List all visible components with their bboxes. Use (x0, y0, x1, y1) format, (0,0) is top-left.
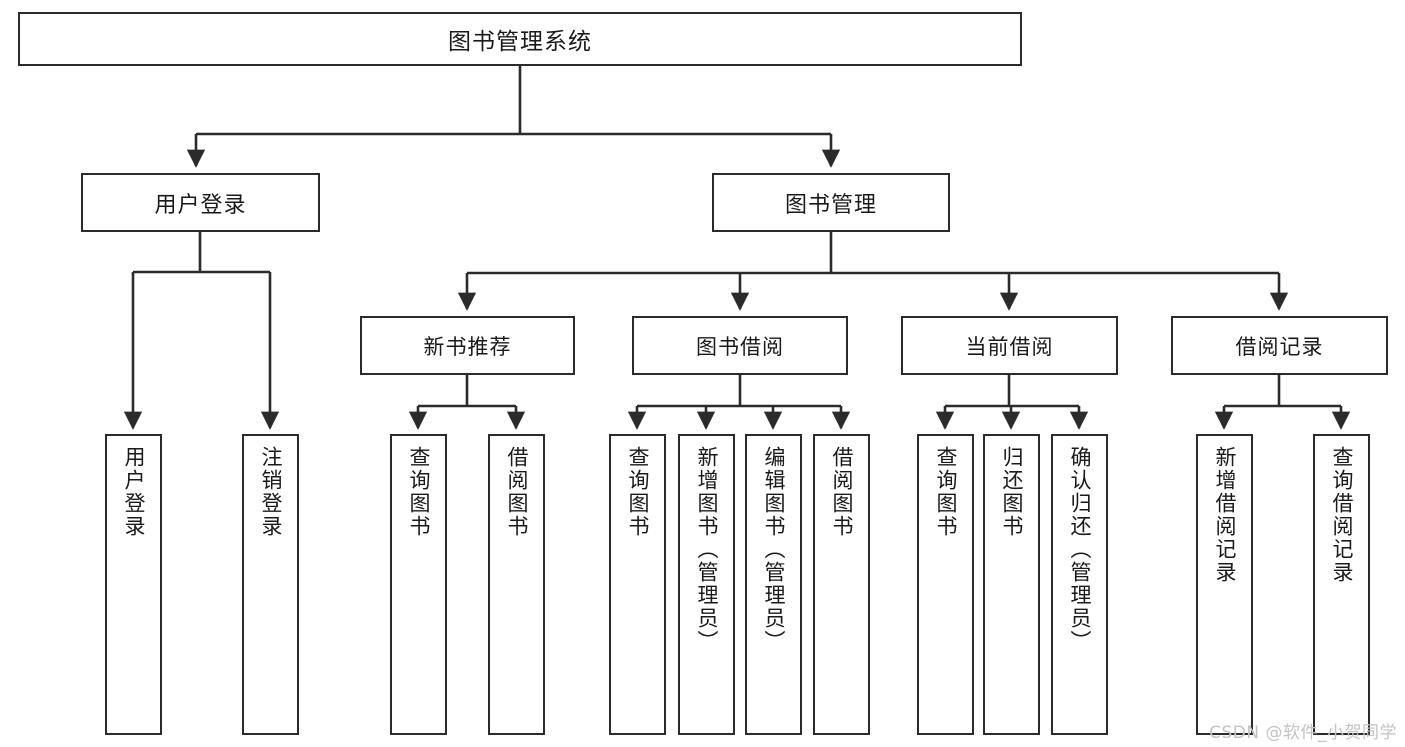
node-borrow-record-label: 借阅记录 (1235, 334, 1324, 359)
node-leaf-query-book-3-label: 查询图书 (933, 446, 958, 538)
node-current-borrow[interactable]: 当前借阅 (901, 316, 1118, 375)
node-borrow-record[interactable]: 借阅记录 (1171, 316, 1388, 375)
node-leaf-confirm-return-label: 确认归还（管理员） (1067, 446, 1092, 653)
node-new-book-recommend-label: 新书推荐 (423, 334, 512, 359)
node-leaf-user-logout-label: 注销登录 (258, 446, 283, 538)
node-leaf-query-book-3[interactable]: 查询图书 (917, 434, 974, 735)
node-leaf-borrow-book-2-label: 借阅图书 (829, 446, 854, 538)
node-leaf-return-book-label: 归还图书 (999, 446, 1024, 538)
node-leaf-query-book-1-label: 查询图书 (406, 446, 431, 538)
node-current-borrow-label: 当前借阅 (965, 334, 1054, 359)
node-leaf-user-login-label: 用户登录 (121, 446, 146, 538)
node-leaf-edit-book-label: 编辑图书（管理员） (761, 446, 786, 653)
node-leaf-query-book-1[interactable]: 查询图书 (390, 434, 447, 735)
node-root[interactable]: 图书管理系统 (18, 12, 1022, 66)
node-user-login[interactable]: 用户登录 (81, 173, 320, 232)
node-leaf-query-book-2-label: 查询图书 (625, 446, 650, 538)
node-leaf-user-logout[interactable]: 注销登录 (242, 434, 299, 735)
csdn-watermark: CSDN @软件_小贺同学 (1209, 723, 1397, 743)
node-leaf-add-book-label: 新增图书（管理员） (694, 446, 719, 653)
node-leaf-borrow-book-1-label: 借阅图书 (504, 446, 529, 538)
node-leaf-user-login[interactable]: 用户登录 (105, 434, 162, 735)
node-leaf-query-record-label: 查询借阅记录 (1329, 446, 1354, 584)
node-new-book-recommend[interactable]: 新书推荐 (360, 316, 575, 375)
node-leaf-borrow-book-2[interactable]: 借阅图书 (813, 434, 870, 735)
node-book-borrow[interactable]: 图书借阅 (632, 316, 848, 375)
node-root-label: 图书管理系统 (448, 29, 592, 55)
node-leaf-borrow-book-1[interactable]: 借阅图书 (488, 434, 545, 735)
node-book-borrow-label: 图书借阅 (696, 334, 784, 359)
node-leaf-add-record[interactable]: 新增借阅记录 (1196, 434, 1253, 735)
node-book-management-label: 图书管理 (784, 192, 877, 218)
node-leaf-add-record-label: 新增借阅记录 (1212, 446, 1237, 584)
node-leaf-confirm-return[interactable]: 确认归还（管理员） (1051, 434, 1108, 735)
node-leaf-edit-book[interactable]: 编辑图书（管理员） (745, 434, 802, 735)
node-user-login-label: 用户登录 (154, 192, 247, 218)
node-leaf-add-book[interactable]: 新增图书（管理员） (678, 434, 735, 735)
node-leaf-query-book-2[interactable]: 查询图书 (609, 434, 666, 735)
node-book-management[interactable]: 图书管理 (712, 173, 950, 232)
node-leaf-return-book[interactable]: 归还图书 (983, 434, 1040, 735)
node-leaf-query-record[interactable]: 查询借阅记录 (1313, 434, 1370, 735)
